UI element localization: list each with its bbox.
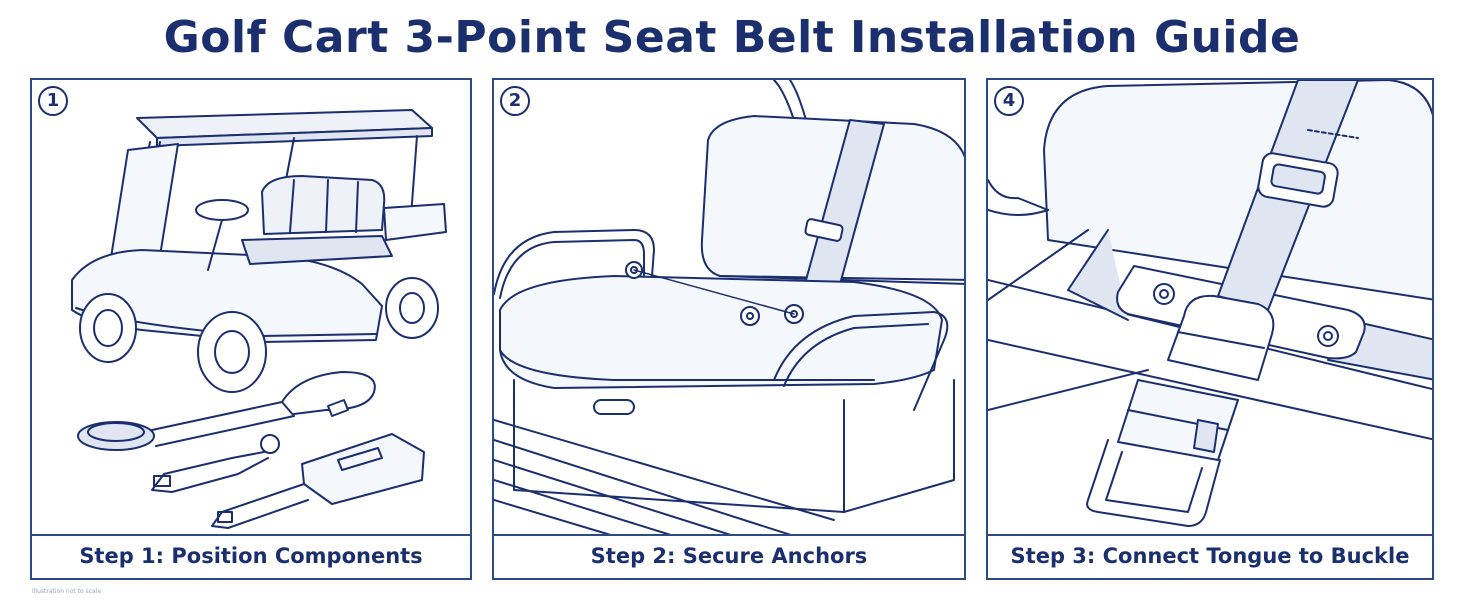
golf-cart-illustration — [71, 109, 447, 529]
step-caption: Step 3: Connect Tongue to Buckle — [988, 534, 1432, 578]
step-caption: Step 2: Secure Anchors — [494, 534, 964, 578]
step-caption: Step 1: Position Components — [32, 534, 470, 578]
step-number-badge: 1 — [38, 86, 68, 116]
buckle-connection-illustration — [988, 80, 1432, 527]
step-panel-2: 2 Step 2: Secure Anchors — [492, 78, 966, 580]
footnote: Illustration not to scale — [32, 588, 102, 595]
step-number-badge: 2 — [500, 86, 530, 116]
page-title: Golf Cart 3-Point Seat Belt Installation… — [163, 12, 1301, 63]
step-panel-3: 4 Step 3: Connect Tongue to Buckle — [986, 78, 1434, 580]
step-panel-1: 1 Step 1: Position Components — [30, 78, 472, 580]
step-number-badge: 4 — [994, 86, 1024, 116]
seat-anchor-illustration — [494, 80, 964, 536]
